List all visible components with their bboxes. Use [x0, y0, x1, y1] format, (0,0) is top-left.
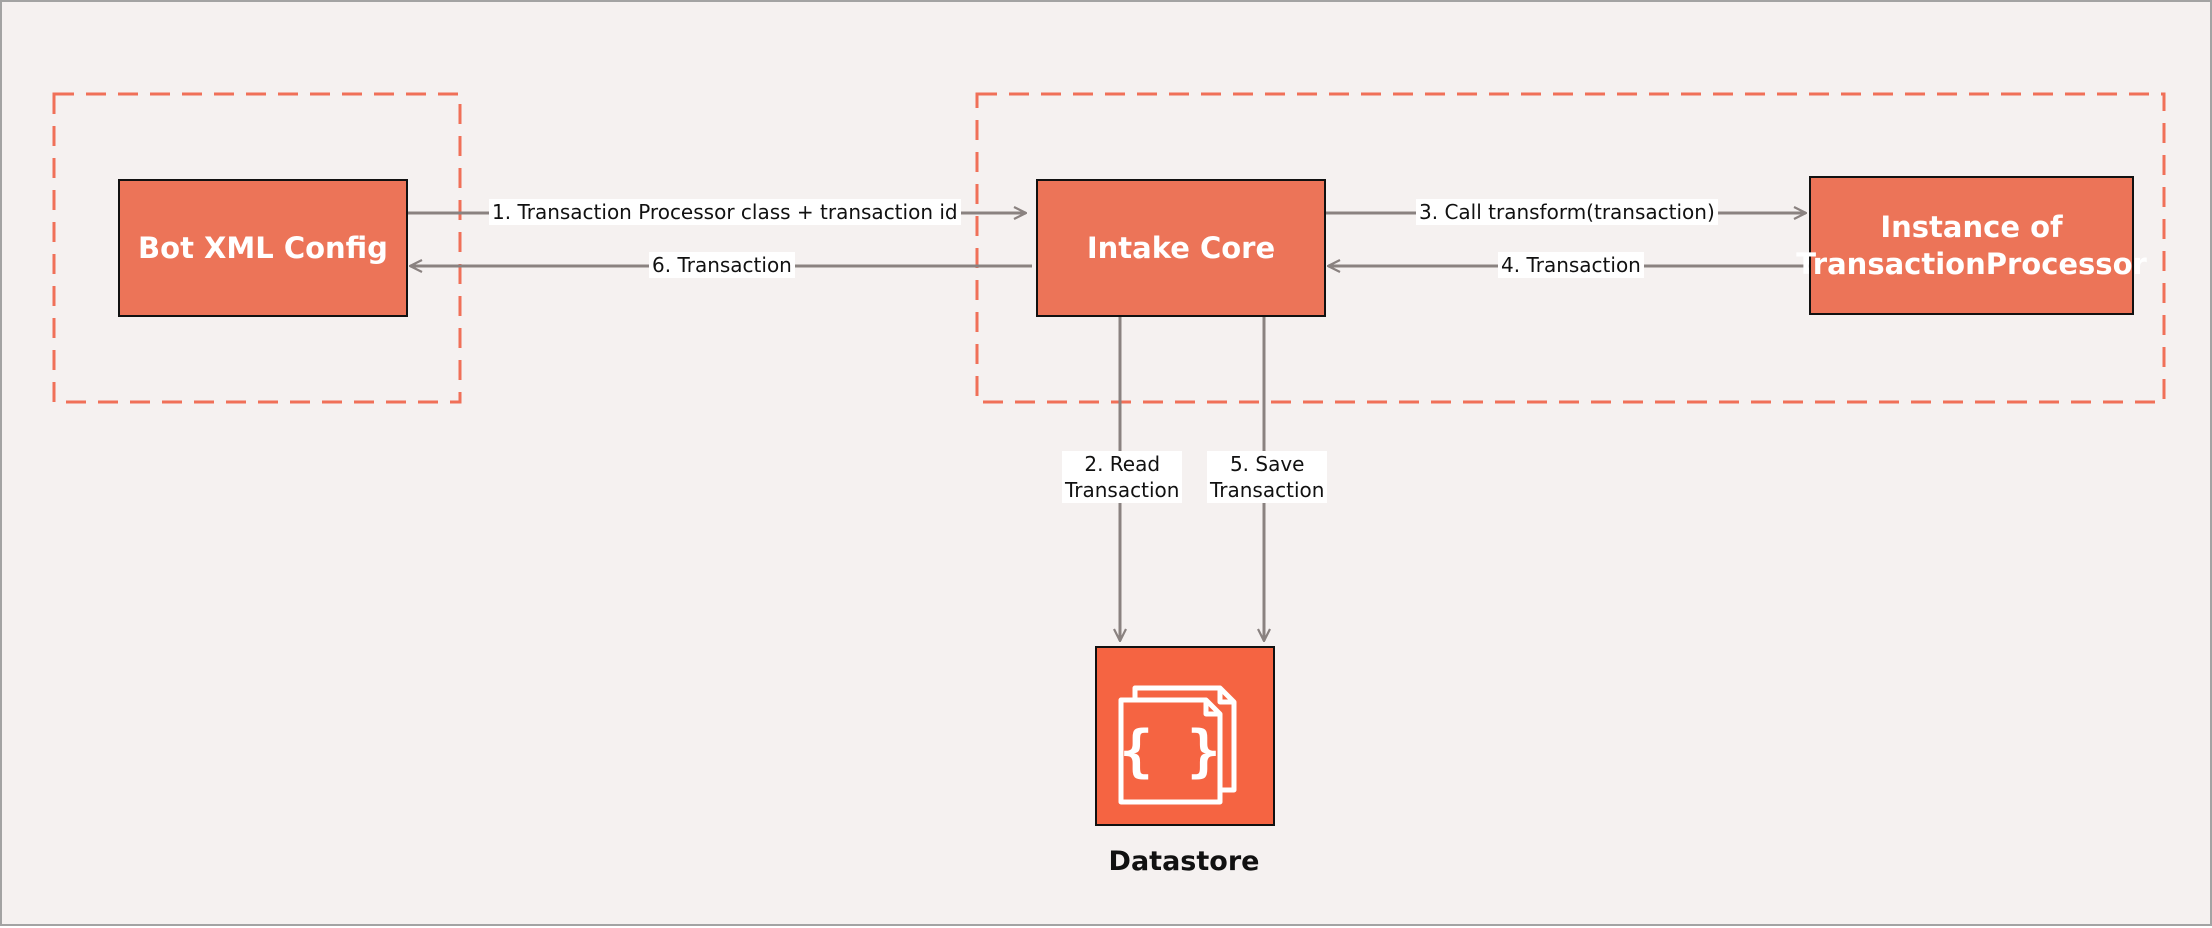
node-transaction-processor: Instance of TransactionProcessor: [1796, 176, 2147, 315]
node-bot-xml-config-label: Bot XML Config: [138, 230, 388, 265]
node-datastore-label: Datastore: [1108, 846, 1260, 877]
node-processor-label-line1: Instance of: [1880, 210, 2063, 245]
node-bot-xml-config: Bot XML Config: [118, 179, 408, 317]
node-datastore: { }: [1095, 646, 1275, 826]
node-processor-label-line2: TransactionProcessor: [1796, 246, 2147, 281]
svg-text:{ }: { }: [1119, 719, 1220, 784]
node-intake-core-label: Intake Core: [1086, 230, 1276, 265]
json-document-icon: { }: [1118, 685, 1237, 805]
edge-4-label: 4. Transaction: [1498, 252, 1644, 278]
edge-1-label: 1. Transaction Processor class + transac…: [489, 199, 961, 225]
node-intake-core: Intake Core: [1036, 179, 1326, 317]
right-group-boundary: [975, 92, 2166, 404]
edge-2-label: 2. Read Transaction: [1062, 451, 1183, 503]
edge-6-label: 6. Transaction: [649, 252, 795, 278]
edge-3-label: 3. Call transform(transaction): [1416, 199, 1718, 225]
edge-5-label: 5. Save Transaction: [1207, 451, 1328, 503]
left-group-boundary: [52, 92, 462, 404]
